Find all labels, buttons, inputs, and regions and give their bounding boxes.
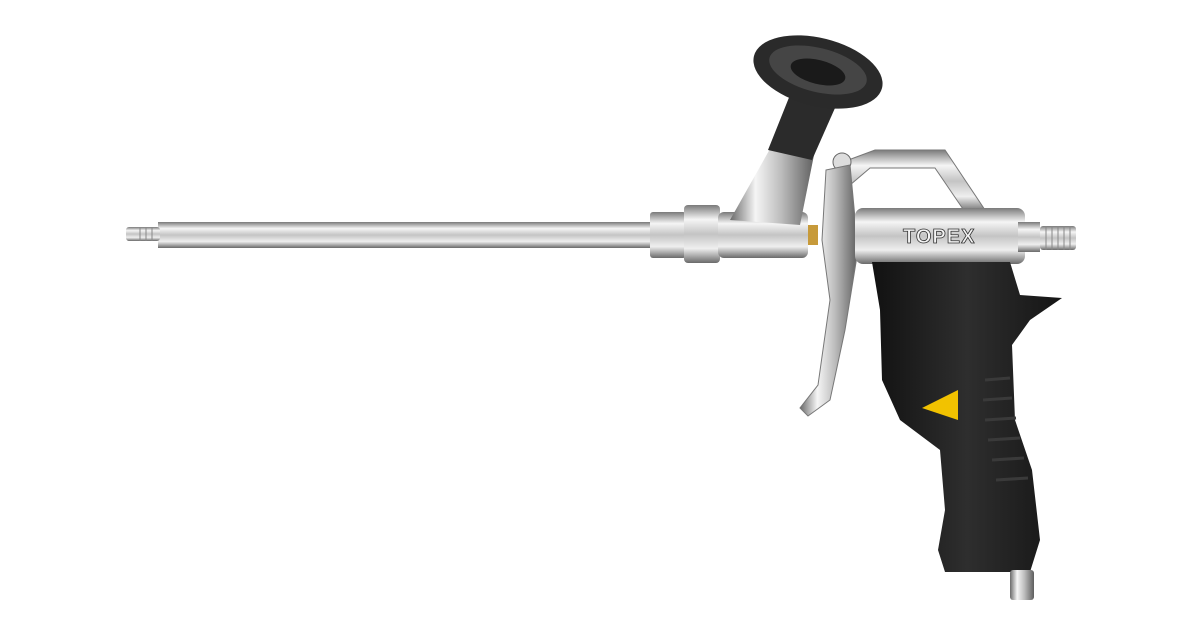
top-bracket bbox=[832, 149, 986, 213]
can-adapter bbox=[753, 35, 883, 160]
warning-triangle-icon bbox=[922, 390, 958, 420]
gun-barrel: TOPEX bbox=[855, 208, 1076, 264]
valve-body bbox=[718, 140, 818, 258]
hex-nut bbox=[650, 205, 720, 263]
trigger bbox=[799, 164, 859, 417]
nozzle-tube bbox=[126, 222, 658, 248]
handle bbox=[872, 262, 1062, 600]
brand-logo: TOPEX bbox=[903, 226, 975, 248]
